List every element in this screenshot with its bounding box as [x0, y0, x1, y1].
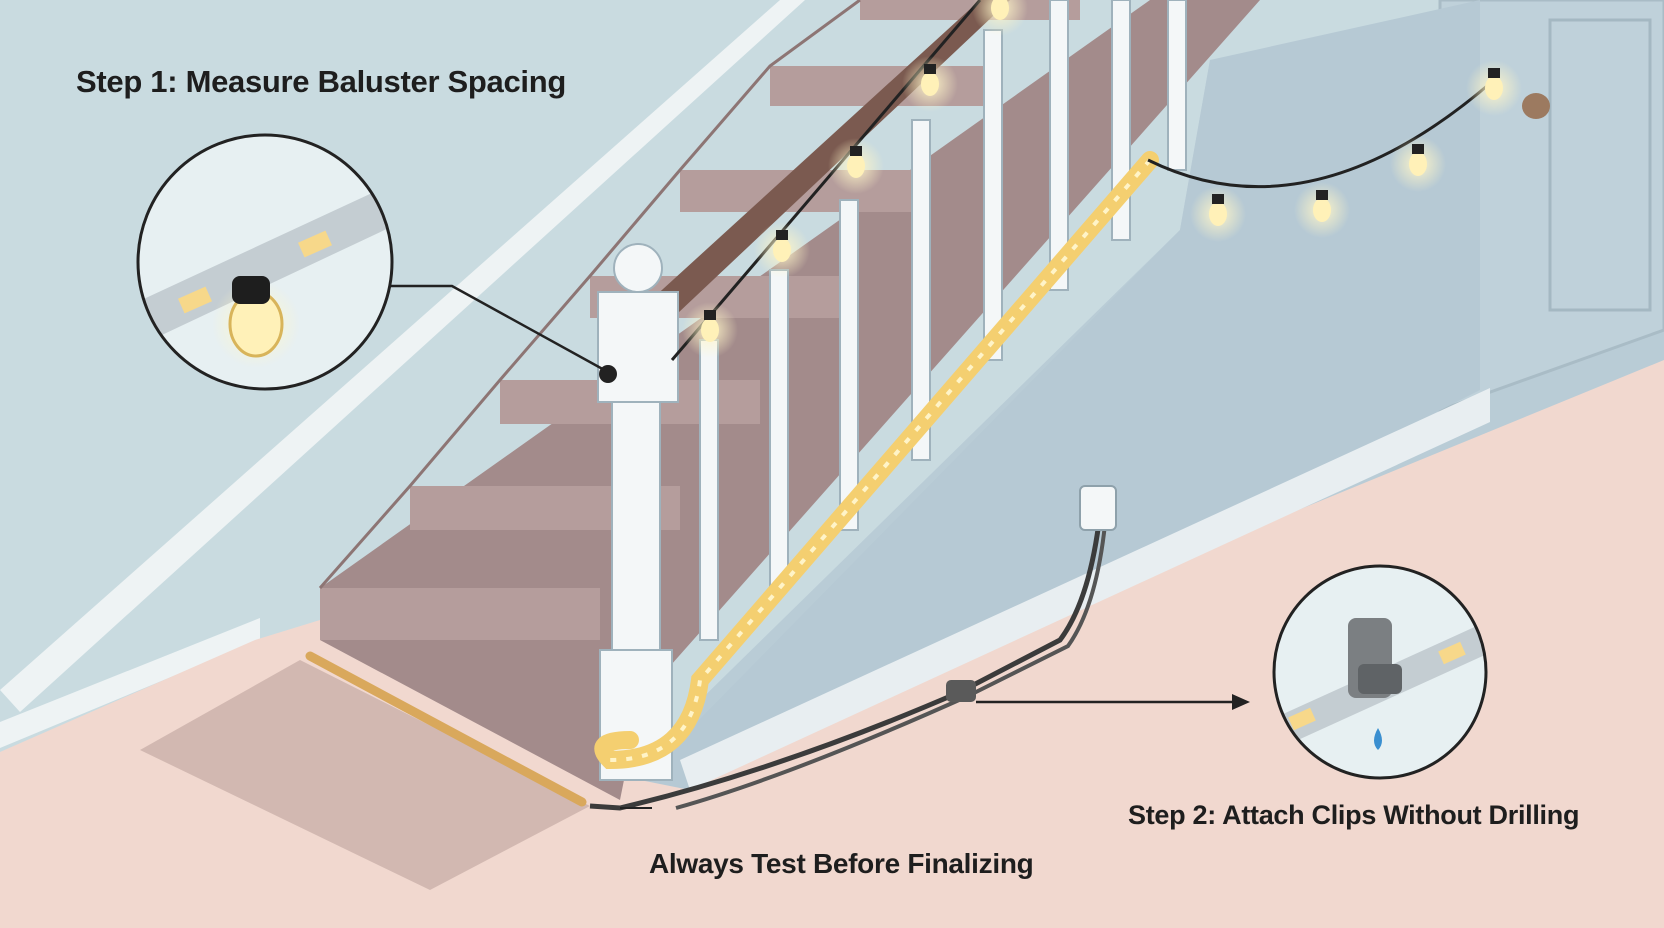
cable-clip: [946, 680, 976, 702]
door-inset: [1548, 18, 1652, 312]
doormat: [140, 660, 590, 890]
wall-stringer-trim: [0, 0, 805, 712]
stair-side-panel: [640, 0, 1480, 790]
string-lights-swag: [1147, 78, 1495, 189]
power-cable: [589, 513, 1103, 811]
wall-outlet: [1079, 485, 1117, 531]
callout-line-step1: [390, 284, 609, 374]
step2-label: Step 2: Attach Clips Without Drilling: [1128, 800, 1580, 830]
wall-skirting: [0, 618, 260, 748]
step2-magnifier: [1272, 564, 1488, 780]
stair-rod: [305, 651, 587, 807]
led-strip: [594, 151, 1159, 770]
doorknob: [1522, 93, 1550, 119]
test-reminder-label: Always Test Before Finalizing: [649, 848, 1034, 879]
step1-label: Step 1: Measure Baluster Spacing: [76, 64, 567, 99]
step1-magnifier: [136, 133, 394, 391]
bulbs: [682, 0, 1522, 358]
